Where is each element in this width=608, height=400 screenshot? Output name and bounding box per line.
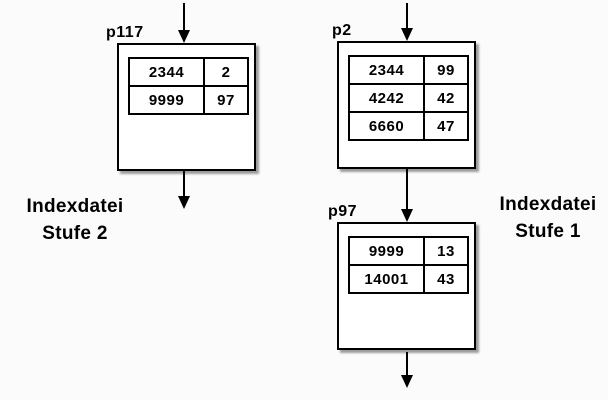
key-cell: 2344 xyxy=(130,59,205,85)
node-p97: p97 9999 13 14001 43 xyxy=(328,203,476,350)
node-p97-label: p97 xyxy=(328,203,358,220)
arrow-line xyxy=(183,3,185,31)
arrow-down-icon xyxy=(178,196,190,209)
arrow-down-icon xyxy=(401,28,413,41)
pointer-cell: 2 xyxy=(221,63,231,81)
node-p2: p2 2344 99 4242 42 6660 47 xyxy=(332,22,476,169)
caption-line: Stufe 1 xyxy=(515,221,581,242)
pointer-cell: 42 xyxy=(437,89,455,107)
table-row: 14001 43 xyxy=(350,266,467,292)
key-cell: 9999 xyxy=(350,238,425,264)
table-row: 9999 97 xyxy=(130,87,247,113)
key-cell: 9999 xyxy=(130,87,205,113)
caption-indexdatei-stufe-1: Indexdatei Stufe 1 xyxy=(483,191,608,245)
node-p117: p117 2344 2 9999 97 xyxy=(106,24,256,171)
key-cell: 2344 xyxy=(350,57,425,83)
pointer-cell: 43 xyxy=(437,270,455,288)
arrow-line xyxy=(406,3,408,29)
arrow-line xyxy=(406,352,408,375)
arrow-down-icon xyxy=(401,375,413,388)
caption-line: Indexdatei xyxy=(26,196,124,217)
arrow-down-icon xyxy=(178,30,190,43)
node-p117-label: p117 xyxy=(106,24,144,41)
key-cell: 14001 xyxy=(350,266,425,292)
arrow-line xyxy=(406,169,408,210)
caption-indexdatei-stufe-2: Indexdatei Stufe 2 xyxy=(10,193,140,247)
caption-line: Indexdatei xyxy=(499,194,597,215)
key-cell: 4242 xyxy=(350,85,425,111)
pointer-cell: 13 xyxy=(437,242,455,260)
caption-line: Stufe 2 xyxy=(42,223,108,244)
table-row: 4242 42 xyxy=(350,85,467,113)
node-p2-label: p2 xyxy=(332,22,352,39)
arrow-down-icon xyxy=(401,209,413,222)
key-cell: 6660 xyxy=(350,113,425,139)
arrow-line xyxy=(183,171,185,196)
node-p2-table: 2344 99 4242 42 6660 47 xyxy=(348,55,469,141)
table-row: 2344 2 xyxy=(130,59,247,87)
pointer-cell: 99 xyxy=(437,61,455,79)
node-p117-table: 2344 2 9999 97 xyxy=(128,57,249,115)
pointer-cell: 47 xyxy=(437,117,455,135)
table-row: 9999 13 xyxy=(350,238,467,266)
node-p97-table: 9999 13 14001 43 xyxy=(348,236,469,294)
table-row: 2344 99 xyxy=(350,57,467,85)
pointer-cell: 97 xyxy=(217,91,235,109)
table-row: 6660 47 xyxy=(350,113,467,139)
